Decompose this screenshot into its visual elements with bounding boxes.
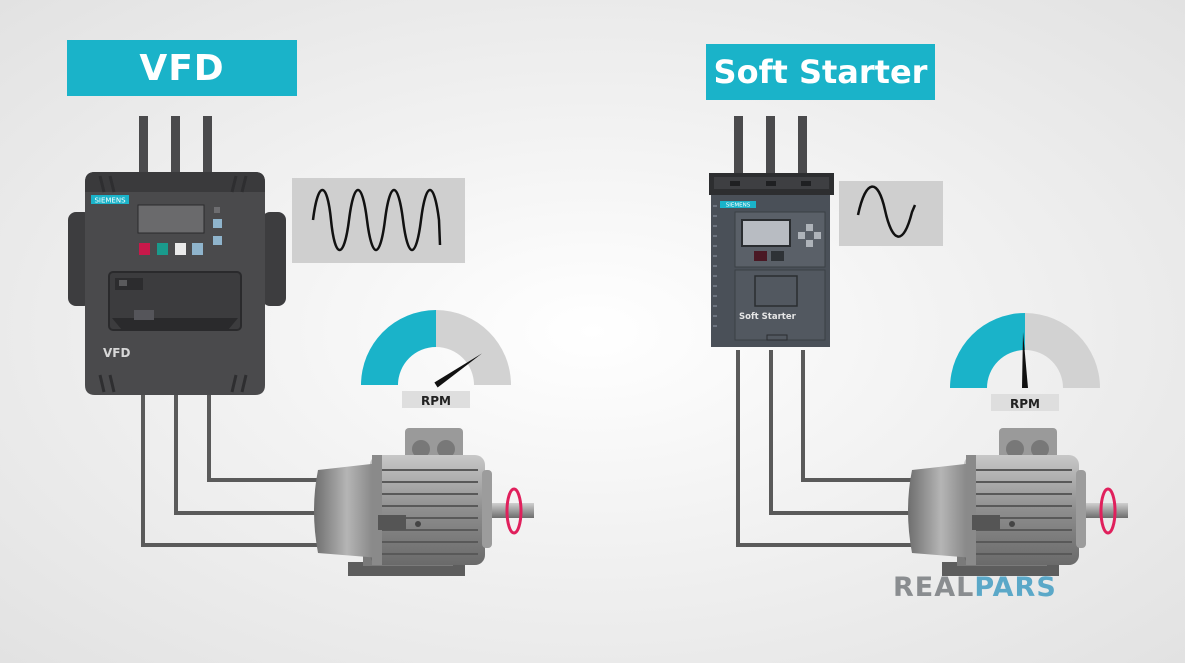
- ss-motor: [908, 428, 1128, 576]
- soft-starter-title: Soft Starter: [706, 44, 935, 100]
- ss-stop-button[interactable]: [754, 251, 767, 261]
- vfd-device-label: VFD: [103, 346, 130, 360]
- vfd-rpm-gauge: RPM: [361, 310, 511, 408]
- vfd-supply-wires: [139, 116, 212, 176]
- soft-starter-brand: SIEMENS: [726, 203, 751, 209]
- vfd-stop-button[interactable]: [139, 243, 150, 255]
- ss-gauge-label: RPM: [1010, 397, 1040, 411]
- soft-starter-device-label: Soft Starter: [739, 312, 797, 322]
- ss-rpm-gauge: RPM: [950, 313, 1100, 411]
- logo-part-1: REAL: [893, 572, 975, 603]
- vfd-start-button[interactable]: [157, 243, 168, 255]
- ss-reset-button[interactable]: [771, 251, 784, 261]
- ss-motor-wires: [736, 350, 912, 547]
- vfd-gauge-label: RPM: [421, 394, 451, 408]
- ss-waveform-panel: [839, 181, 943, 246]
- vfd-blue-button[interactable]: [192, 243, 203, 255]
- vfd-title: VFD: [67, 40, 297, 96]
- ss-supply-wires: [734, 116, 807, 176]
- ss-gauge-needle: [1022, 332, 1028, 388]
- ss-shaft-ring-icon: [1099, 487, 1117, 535]
- vfd-white-button[interactable]: [175, 243, 186, 255]
- realpars-logo: REALPARS: [893, 572, 1057, 603]
- vfd-waveform-panel: [292, 178, 465, 263]
- vfd-shaft-ring-icon: [505, 487, 523, 535]
- soft-starter-device: SIEMENS Soft Starter: [709, 173, 834, 347]
- vfd-motor-wires: [141, 392, 318, 547]
- vfd-brand: SIEMENS: [94, 197, 126, 205]
- ss-navigation-pad[interactable]: [798, 224, 821, 247]
- vfd-gauge-needle: [434, 353, 483, 388]
- vfd-device: SIEMENS VFD: [68, 172, 286, 395]
- vfd-key-2[interactable]: [213, 236, 222, 245]
- vfd-key-1[interactable]: [213, 219, 222, 228]
- logo-part-2: PARS: [974, 572, 1057, 603]
- vfd-motor: [314, 428, 534, 576]
